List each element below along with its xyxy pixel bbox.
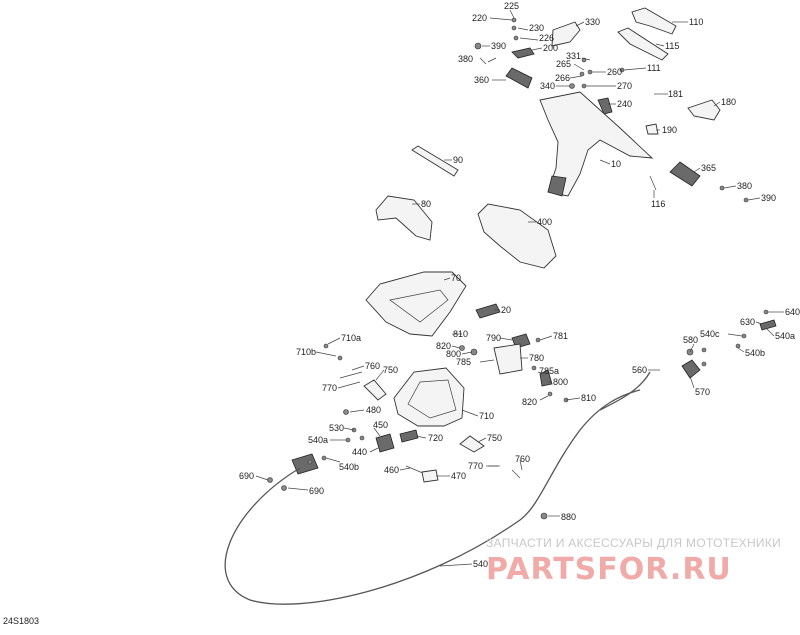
part-400-console xyxy=(477,203,557,269)
part-80-cover xyxy=(375,195,433,241)
callout-label: 820 xyxy=(522,397,537,407)
callout-label: 270 xyxy=(617,81,632,91)
callout-label: 810 xyxy=(453,329,468,339)
callout-label: 580 xyxy=(683,335,698,345)
callout-label: 110 xyxy=(689,17,703,27)
callout-label: 460 xyxy=(384,465,399,475)
callout-label: 180 xyxy=(721,97,736,107)
callout-label: 570 xyxy=(695,387,710,397)
callout-label: 540b xyxy=(339,462,359,472)
callout-label: 181 xyxy=(668,89,683,99)
leader-lines xyxy=(255,9,784,567)
callout-label: 220 xyxy=(472,13,487,23)
diagram-code: 24S1803 xyxy=(3,616,40,626)
callout-label: 380 xyxy=(737,181,752,191)
callout-label: 360 xyxy=(474,75,489,85)
callout-label: 710b xyxy=(296,347,316,357)
callout-label: 540c xyxy=(700,329,720,339)
callout-label: 800 xyxy=(446,349,461,359)
callout-label: 820 xyxy=(436,341,451,351)
callout-label: 440 xyxy=(352,447,367,457)
callout-label: 80 xyxy=(421,199,431,209)
callout-label: 10 xyxy=(611,159,621,169)
callout-label: 540 xyxy=(473,559,488,569)
callout-label: 116 xyxy=(651,199,665,209)
watermark: ЗАПЧАСТИ И АКСЕССУАРЫ ДЛЯ МОТОТЕХНИКИ PA… xyxy=(486,536,786,587)
callout-label: 190 xyxy=(662,125,677,135)
callout-label: 770 xyxy=(322,383,337,393)
callout-label: 781 xyxy=(553,331,568,341)
callout-labels: 225 220 230 226 200 390 380 330 110 115 … xyxy=(239,1,800,569)
part-880 xyxy=(540,512,548,520)
callout-label: 266 xyxy=(555,73,570,83)
callout-label: 710a xyxy=(341,333,361,343)
callout-label: 70 xyxy=(451,273,461,283)
callout-label: 365 xyxy=(701,163,716,173)
callout-label: 560 xyxy=(632,365,647,375)
callout-label: 400 xyxy=(537,217,552,227)
callout-label: 710 xyxy=(479,411,494,421)
callout-label: 470 xyxy=(451,471,466,481)
callout-label: 690 xyxy=(309,486,324,496)
callout-label: 540a xyxy=(775,331,795,341)
callout-label: 115 xyxy=(665,41,679,51)
callout-label: 690 xyxy=(239,471,254,481)
callout-label: 790 xyxy=(486,333,501,343)
callout-label: 111 xyxy=(647,63,661,73)
callout-label: 200 xyxy=(543,43,558,53)
callout-label: 640 xyxy=(785,307,800,317)
callout-label: 450 xyxy=(373,420,388,430)
callout-label: 800 xyxy=(553,377,568,387)
right-fastener-group xyxy=(681,309,777,379)
callout-label: 810 xyxy=(581,393,596,403)
callout-label: 480 xyxy=(366,405,381,415)
callout-label: 540b xyxy=(745,348,765,358)
callout-label: 260 xyxy=(607,67,622,77)
callout-label: 780 xyxy=(529,353,544,363)
callout-label: 785 xyxy=(456,357,471,367)
handlebar-group xyxy=(474,7,749,203)
cable-540 xyxy=(224,389,641,605)
callout-label: 540a xyxy=(308,435,328,445)
callout-label: 390 xyxy=(761,193,776,203)
part-70-cover xyxy=(365,271,467,337)
part-20 xyxy=(475,303,501,319)
callout-label: 330 xyxy=(585,17,600,27)
callout-label: 770 xyxy=(468,461,483,471)
callout-label: 230 xyxy=(529,23,544,33)
callout-label: 785a xyxy=(539,366,559,376)
cable-560 xyxy=(599,371,651,411)
part-90-rail xyxy=(411,145,459,177)
callout-label: 390 xyxy=(491,41,506,51)
callout-label: 340 xyxy=(540,81,555,91)
callout-label: 265 xyxy=(556,59,571,69)
callout-label: 750 xyxy=(383,365,398,375)
callout-label: 760 xyxy=(365,361,380,371)
watermark-logo: PARTSFOR.RU xyxy=(486,552,732,587)
callout-label: 225 xyxy=(504,1,519,11)
callout-label: 530 xyxy=(329,423,344,433)
callout-label: 90 xyxy=(453,155,463,165)
center-lower-group xyxy=(267,333,569,491)
callout-label: 331 xyxy=(566,51,581,61)
callout-label: 750 xyxy=(487,433,502,443)
callout-label: 720 xyxy=(428,433,443,443)
callout-label: 380 xyxy=(458,54,473,64)
callout-label: 630 xyxy=(740,317,755,327)
callout-label: 226 xyxy=(539,33,554,43)
watermark-tagline: ЗАПЧАСТИ И АКСЕССУАРЫ ДЛЯ МОТОТЕХНИКИ xyxy=(486,536,782,550)
callout-label: 880 xyxy=(561,512,576,522)
callout-label: 240 xyxy=(617,99,632,109)
callout-label: 20 xyxy=(501,305,511,315)
callout-label: 760 xyxy=(515,454,530,464)
